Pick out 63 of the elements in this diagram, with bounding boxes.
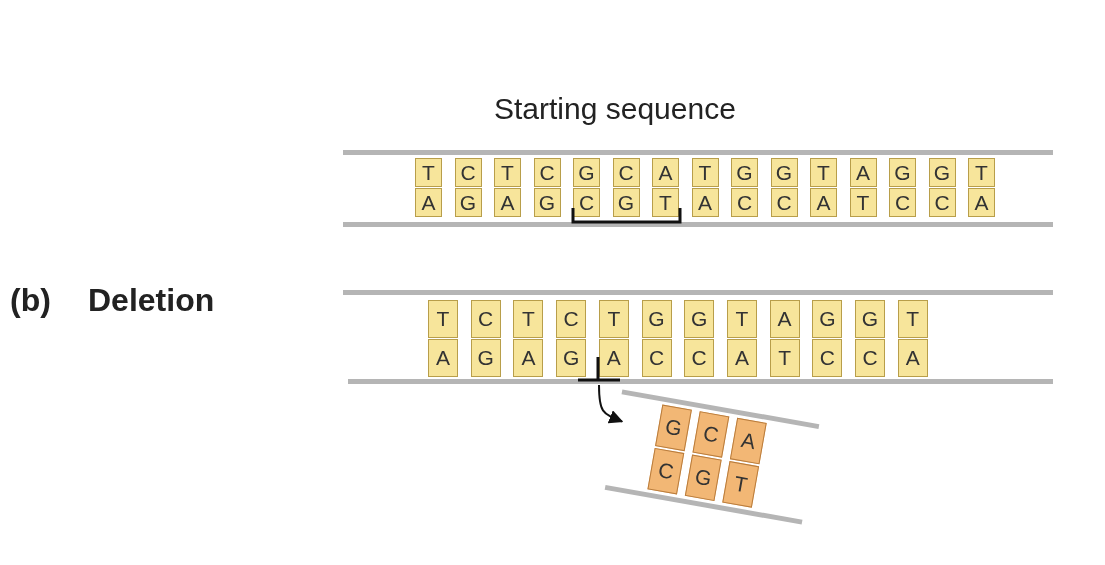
base-letter: T (722, 461, 760, 508)
base-letter: C (556, 300, 587, 338)
base-letter: G (556, 339, 587, 377)
base-letter: A (897, 339, 928, 377)
base-letter: C (770, 188, 798, 217)
base-letter: G (855, 300, 885, 338)
base-letter: A (849, 158, 877, 187)
base-letter: A (513, 339, 544, 377)
base-letter: C (928, 188, 956, 217)
base-letter: C (812, 339, 843, 377)
base-letter: A (726, 339, 757, 377)
base-letter: C (855, 339, 885, 377)
base-letter: A (691, 188, 719, 217)
base-letter: G (470, 339, 501, 377)
base-letter: T (415, 158, 442, 187)
arrow (598, 384, 624, 424)
panel-letter: (b) (10, 282, 51, 319)
base-letter: C (889, 188, 916, 217)
base-letter: A (652, 158, 679, 187)
base-letter: T (968, 158, 995, 187)
base-letter: T (428, 300, 458, 338)
base-letter: A (494, 188, 521, 217)
base-letter: C (612, 158, 640, 187)
base-letter: G (655, 404, 692, 452)
base-letter: C (573, 188, 600, 217)
base-letter: G (684, 454, 722, 502)
base-letter: A (968, 188, 995, 217)
base-letter: G (612, 188, 640, 217)
base-letter: T (897, 300, 928, 338)
base-letter: A (415, 188, 442, 217)
base-letter: G (889, 158, 916, 187)
base-letter: A (769, 300, 800, 338)
base-letter: G (573, 158, 600, 187)
base-letter: T (598, 300, 629, 338)
base-letter: G (641, 300, 672, 338)
base-letter: T (769, 339, 800, 377)
base-letter: A (428, 339, 458, 377)
base-letter: T (652, 188, 679, 217)
base-letter: C (533, 158, 561, 187)
base-letter: C (641, 339, 672, 377)
base-letter: C (692, 411, 730, 458)
base-letter: T (810, 158, 837, 187)
panel-heading: Deletion (88, 282, 215, 319)
base-letter: C (684, 339, 715, 377)
base-letter: G (812, 300, 843, 338)
base-letter: T (494, 158, 521, 187)
base-letter: G (928, 158, 956, 187)
base-letter: G (533, 188, 561, 217)
base-letter: A (598, 339, 629, 377)
base-letter: C (731, 188, 758, 217)
base-letter: T (513, 300, 544, 338)
base-letter: T (691, 158, 719, 187)
base-letter: A (810, 188, 837, 217)
base-letter: T (849, 188, 877, 217)
base-letter: G (770, 158, 798, 187)
base-letter: C (454, 158, 482, 187)
base-letter: C (647, 447, 685, 495)
base-letter: G (731, 158, 758, 187)
heading: Starting sequence (494, 92, 736, 126)
base-letter: G (454, 188, 482, 217)
base-letter: G (684, 300, 715, 338)
base-letter: T (726, 300, 757, 338)
base-letter: C (470, 300, 501, 338)
